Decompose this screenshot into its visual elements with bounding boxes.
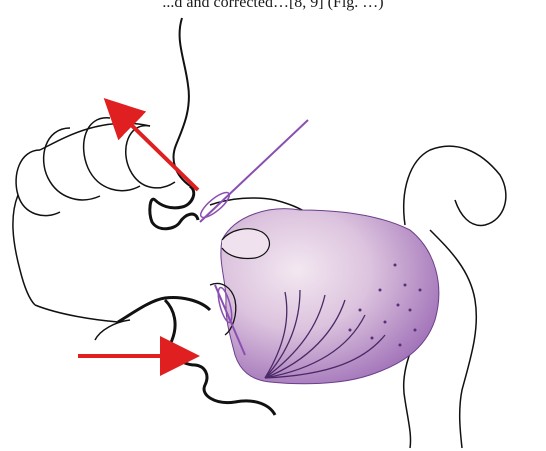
pharynx-wall xyxy=(430,230,476,448)
jaw-outline xyxy=(35,305,130,340)
arrow-upper xyxy=(118,112,198,190)
upper-lip-line xyxy=(150,186,198,229)
soft-palate xyxy=(404,146,506,225)
face-profile-line xyxy=(174,18,190,186)
hand-finger-3 xyxy=(84,118,140,191)
needle-upper-tip xyxy=(197,189,232,221)
needle-upper xyxy=(200,120,308,222)
hand-finger-4 xyxy=(126,126,175,188)
tongue-tip xyxy=(222,229,269,259)
hand-finger-2 xyxy=(44,128,100,200)
hand-finger-1 xyxy=(16,150,60,216)
